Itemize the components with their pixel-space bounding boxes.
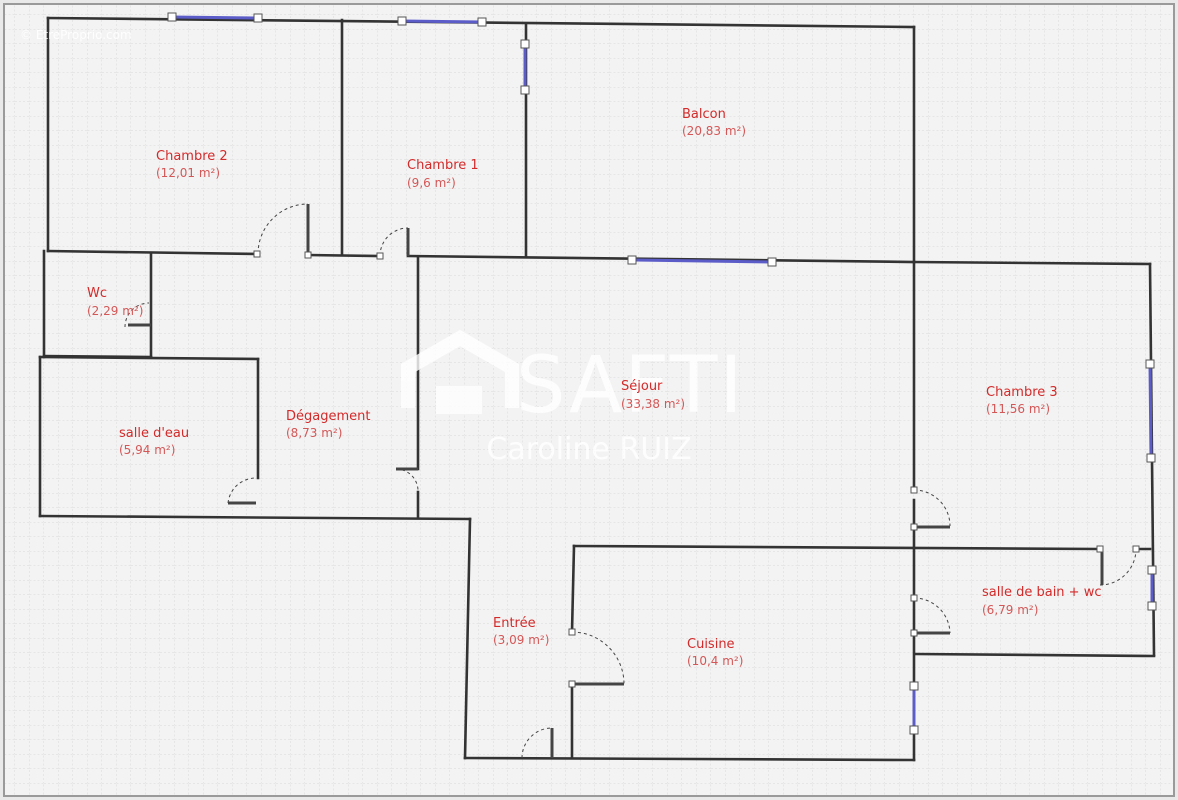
room-area: (33,38 m²) [621,397,685,411]
room-balcon: Balcon (20,83 m²) [682,107,746,138]
room-name: Balcon [682,107,726,122]
watermark-agent: Caroline RUIZ [486,432,691,467]
room-area: (11,56 m²) [986,402,1050,416]
window [171,15,259,20]
door-swing [913,597,951,634]
house-logo-icon [401,329,519,408]
window [401,19,483,24]
room-wc: Wc (2,29 m²) [87,286,143,318]
room-area: (10,4 m²) [687,654,743,668]
windows [171,15,1154,730]
wall [463,756,916,762]
wall [38,514,472,521]
room-area: (5,94 m²) [119,443,175,457]
room-name: salle de bain + wc [982,585,1101,600]
doors [124,203,1137,759]
room-area: (6,79 m²) [982,603,1038,617]
room-name: Chambre 1 [407,158,479,173]
room-chambre-2: Chambre 2 (12,01 m²) [156,149,228,180]
door-swing [521,727,553,759]
room-name: Cuisine [687,637,735,652]
room-entree: Entrée (3,09 m²) [493,616,549,647]
door-swing [395,468,419,493]
window [1148,363,1153,459]
room-sejour: Séjour (33,38 m²) [621,379,685,411]
room-area: (12,01 m²) [156,166,220,180]
door-swing [227,477,257,504]
door-swing [1099,548,1137,586]
window [631,258,773,264]
wall [912,260,1152,266]
door-hinges [253,250,1140,688]
room-name: Entrée [493,616,536,631]
wall [914,652,1156,658]
room-area: (9,6 m²) [407,176,456,190]
copyright-watermark: © EtreProprio.com [20,28,132,42]
grid-pattern [4,4,1174,796]
room-area: (3,09 m²) [493,633,549,647]
window-ends [167,12,1157,735]
room-area: (20,83 m²) [682,124,746,138]
wall [306,253,382,258]
room-name: Chambre 3 [986,385,1058,400]
door-swing [913,489,951,527]
wall [463,517,472,760]
paper-border [3,3,1175,797]
room-cuisine: Cuisine (10,4 m²) [687,637,743,668]
room-salle-d-eau: salle d'eau (5,94 m²) [119,426,189,457]
wall [572,544,1102,551]
room-area: (8,73 m²) [286,426,342,440]
room-name: salle d'eau [119,426,189,441]
room-degagement: Dégagement (8,73 m²) [286,409,370,440]
watermark-brand: SAFTI [516,341,744,431]
room-salle-de-bain-wc: salle de bain + wc (6,79 m²) [982,585,1101,617]
room-name: Chambre 2 [156,149,228,164]
room-name: Wc [87,286,107,301]
safti-logo [401,329,519,414]
room-name: Séjour [621,379,663,394]
room-name: Dégagement [286,409,370,424]
wall [570,544,576,634]
door-swing [124,302,150,328]
room-chambre-1: Chambre 1 (9,6 m²) [407,158,479,190]
house-door-icon [436,386,482,414]
wall [46,249,260,256]
wall [38,355,260,361]
room-area: (2,29 m²) [87,304,143,318]
room-chambre-3: Chambre 3 (11,56 m²) [986,385,1058,416]
